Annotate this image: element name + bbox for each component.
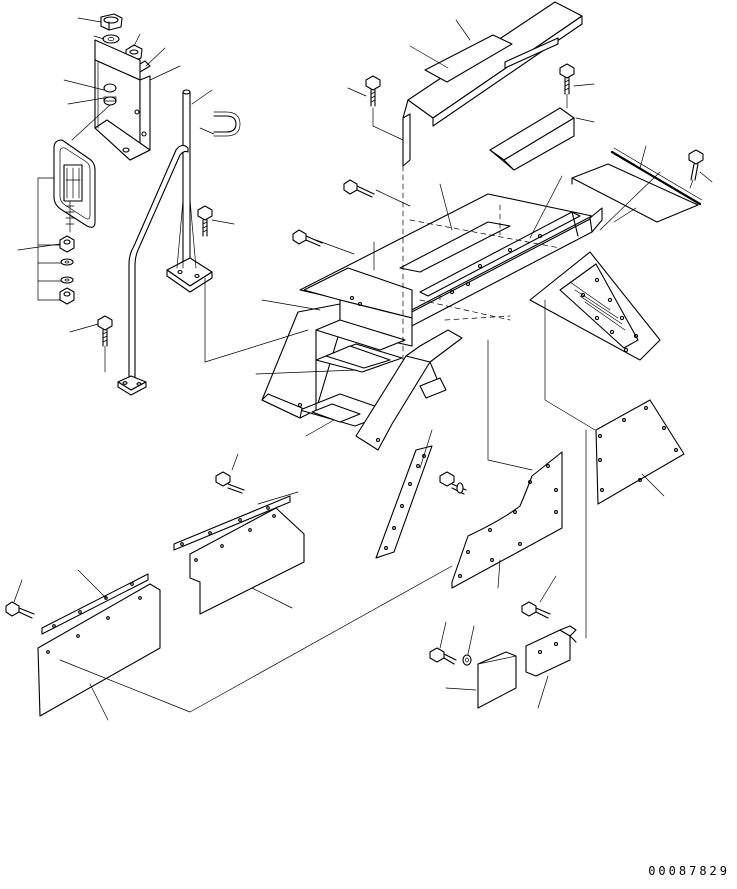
bolt-lower-right-b — [429, 647, 457, 665]
bracket-plate — [94, 39, 151, 161]
bolt-left-lower — [5, 601, 35, 619]
bolt-mid — [439, 471, 467, 495]
bracket-assembly — [37, 13, 151, 305]
strip-center — [173, 495, 291, 551]
angle-shield — [571, 163, 699, 223]
leader-long — [59, 565, 453, 713]
step-box — [261, 267, 463, 451]
nut-top — [100, 13, 123, 31]
assembly-lines — [204, 165, 661, 471]
upper-cover — [402, 1, 583, 167]
bolt-upper-right — [559, 63, 575, 109]
nut-stack — [37, 177, 75, 305]
side-plate-diagonal — [375, 445, 433, 559]
washer-top — [102, 34, 120, 44]
cover-panel-large — [451, 451, 563, 589]
bolt-top-right — [688, 149, 704, 189]
bolt-handrail — [97, 315, 113, 373]
bolt-lower-right-a — [521, 601, 551, 619]
mirror — [53, 104, 111, 233]
mirror-post — [166, 89, 213, 293]
u-bolt — [199, 111, 241, 137]
plate-small — [477, 651, 517, 709]
bolt-upper-left — [365, 75, 404, 141]
handrail — [117, 144, 189, 396]
washer-lower-right — [462, 654, 472, 666]
cover-left — [37, 583, 161, 717]
bracket-small — [525, 625, 577, 677]
bolt-deck-2 — [292, 229, 323, 247]
strip-left — [41, 573, 149, 635]
cover-center — [189, 507, 305, 615]
small-cover — [489, 107, 575, 171]
drawing-number: 00087829 — [648, 864, 730, 878]
bolt-post — [197, 205, 213, 237]
bolt-center-lower — [215, 471, 245, 494]
callout-leaders — [13, 17, 713, 721]
cover-panel-right — [585, 399, 685, 639]
bolt-deck-1 — [343, 179, 375, 198]
